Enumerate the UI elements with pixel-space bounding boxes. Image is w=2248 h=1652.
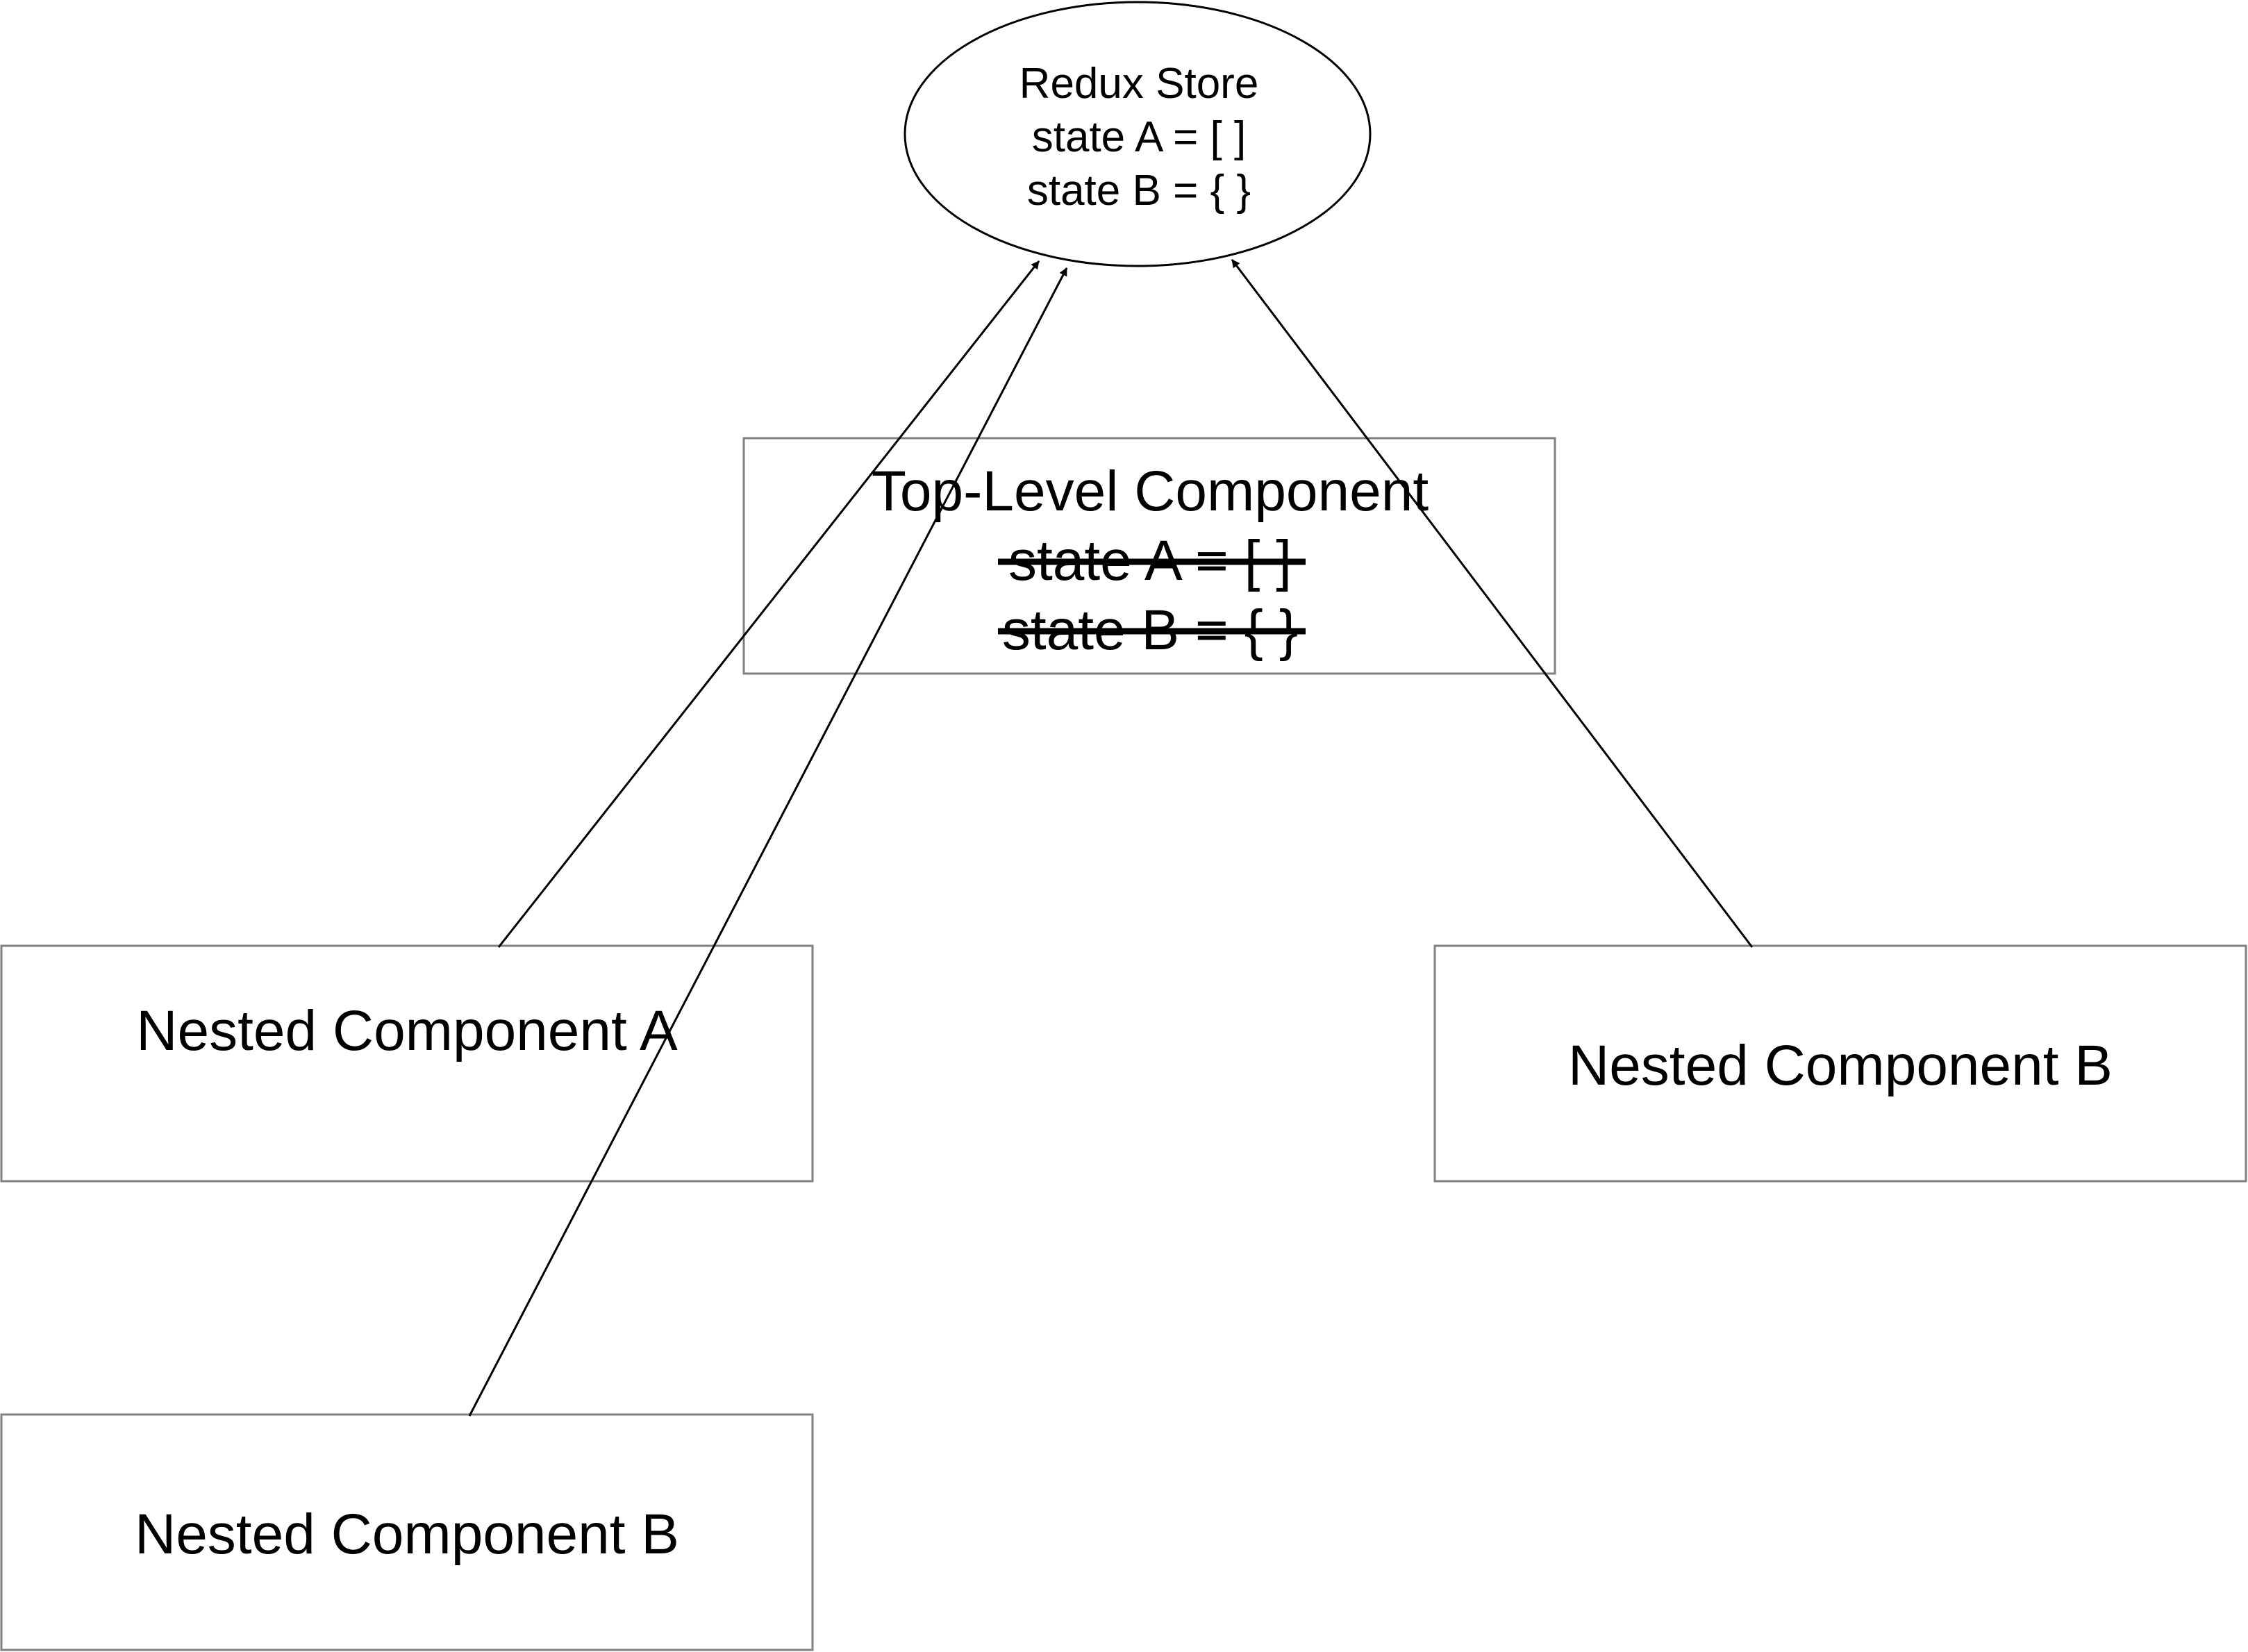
redux-store-state-b: state B = { } xyxy=(1026,167,1251,215)
arrow-nested-b-left-to-store xyxy=(468,267,1068,1417)
nested-component-a-box[interactable] xyxy=(0,944,814,1183)
top-level-component-label: Top-Level Component state A = [ ] state … xyxy=(745,457,1555,665)
top-level-struck-state-b: state B = { } xyxy=(1001,599,1299,662)
nested-component-b-right-box[interactable] xyxy=(1433,944,2247,1183)
arrow-nested-a-to-store xyxy=(497,260,1040,948)
redux-store-label: Redux Store state A = [ ] state B = { } xyxy=(910,57,1368,217)
nested-component-a-title: Nested Component A xyxy=(136,999,678,1062)
arrow-nested-b-right-to-store xyxy=(1231,259,1754,948)
nested-component-b-right-title: Nested Component B xyxy=(1567,1034,2113,1097)
redux-store-state-a: state A = [ ] xyxy=(1031,113,1247,161)
nested-component-b-left-title: Nested Component B xyxy=(134,1503,679,1566)
top-level-component-title: Top-Level Component xyxy=(871,460,1429,523)
top-level-struck-state-a: state A = [ ] xyxy=(1008,529,1292,592)
redux-store-title: Redux Store xyxy=(1019,60,1259,108)
redux-store-node[interactable] xyxy=(904,1,1372,267)
nested-component-b-left-box[interactable] xyxy=(0,1413,814,1651)
